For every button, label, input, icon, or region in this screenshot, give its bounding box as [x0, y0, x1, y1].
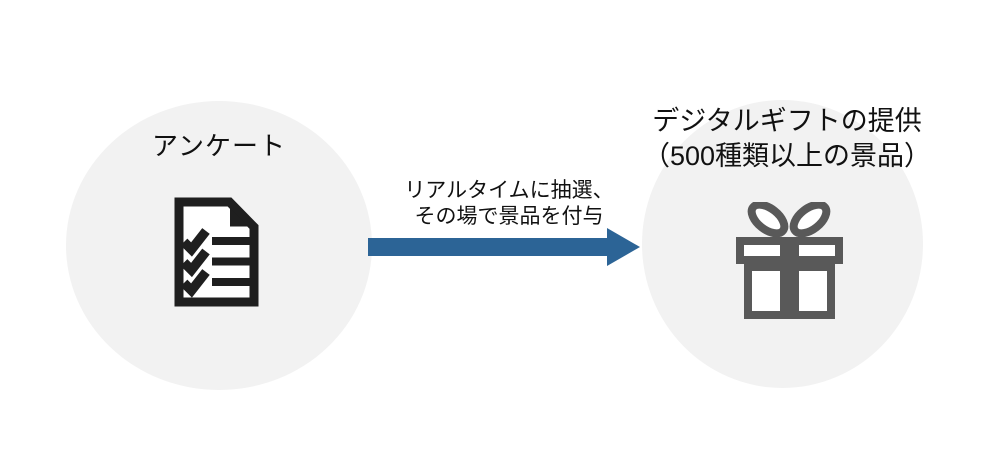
flow-label-line1: リアルタイムに抽選、	[404, 179, 614, 202]
survey-label: アンケート	[152, 131, 286, 161]
gift-title: デジタルギフトの提供 （500種類以上の景品）	[612, 104, 962, 174]
gift-icon	[736, 202, 843, 319]
flow-label-line2: その場で景品を付与	[414, 205, 604, 228]
gift-title-line2: （500種類以上の景品）	[642, 141, 932, 171]
flow-label: リアルタイムに抽選、 その場で景品を付与	[374, 178, 644, 230]
gift-title-line1: デジタルギフトの提供	[652, 106, 922, 136]
right-arrow-icon	[368, 228, 640, 266]
survey-checklist-icon	[174, 197, 259, 307]
